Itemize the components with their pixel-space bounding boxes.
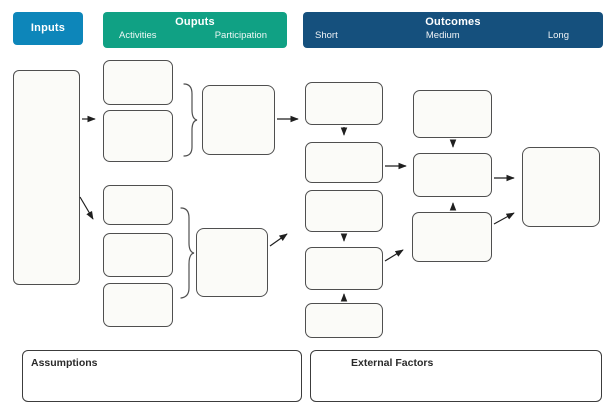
short-outcome-box-5 bbox=[305, 303, 383, 338]
inputs-header-label: Inputs bbox=[30, 22, 66, 34]
activities-box-3 bbox=[103, 185, 173, 225]
activities-box-2 bbox=[103, 110, 173, 162]
activities-box-1 bbox=[103, 60, 173, 105]
participation-box-2 bbox=[196, 228, 268, 297]
brace-activities-bottom-group bbox=[180, 207, 195, 299]
outcomes-sublabel-medium: Medium bbox=[425, 30, 460, 41]
arrow-short4-to-medium3 bbox=[384, 249, 404, 262]
outputs-sublabels: Activities Participation bbox=[103, 30, 287, 41]
assumptions-label: Assumptions bbox=[31, 357, 98, 369]
arrow-participation2-to-short3 bbox=[269, 233, 288, 247]
short-outcome-box-2 bbox=[305, 142, 383, 183]
activities-box-5 bbox=[103, 283, 173, 327]
participation-box-1 bbox=[202, 85, 275, 155]
external-factors-box: External Factors bbox=[310, 350, 602, 402]
outcomes-header-label: Outcomes bbox=[425, 16, 481, 28]
short-outcome-box-4 bbox=[305, 247, 383, 290]
short-outcome-box-3 bbox=[305, 190, 383, 232]
medium-outcome-box-1 bbox=[413, 90, 492, 138]
external-factors-label: External Factors bbox=[351, 357, 434, 369]
medium-outcome-box-3 bbox=[412, 212, 492, 262]
inputs-header: Inputs bbox=[13, 12, 83, 45]
medium-outcome-box-2 bbox=[413, 153, 492, 197]
arrow-medium3-to-long bbox=[493, 212, 515, 225]
outcomes-header: Outcomes Short Medium Long bbox=[303, 12, 603, 48]
outputs-header-label: Ouputs bbox=[175, 16, 215, 28]
inputs-box bbox=[13, 70, 80, 285]
short-outcome-box-1 bbox=[305, 82, 383, 125]
activities-box-4 bbox=[103, 233, 173, 277]
outcomes-sublabel-short: Short bbox=[315, 30, 338, 41]
outcomes-sublabel-long: Long bbox=[547, 30, 569, 41]
outputs-header: Ouputs Activities Participation bbox=[103, 12, 287, 48]
brace-activities-top-group bbox=[183, 83, 198, 157]
outputs-sublabel-activities: Activities bbox=[119, 30, 157, 41]
outputs-sublabel-participation: Participation bbox=[214, 30, 267, 41]
assumptions-box: Assumptions bbox=[22, 350, 302, 402]
arrow-inputs-to-activities-bottom bbox=[79, 196, 94, 220]
outcomes-sublabels: Short Medium Long bbox=[303, 30, 603, 41]
long-outcome-box bbox=[522, 147, 600, 227]
